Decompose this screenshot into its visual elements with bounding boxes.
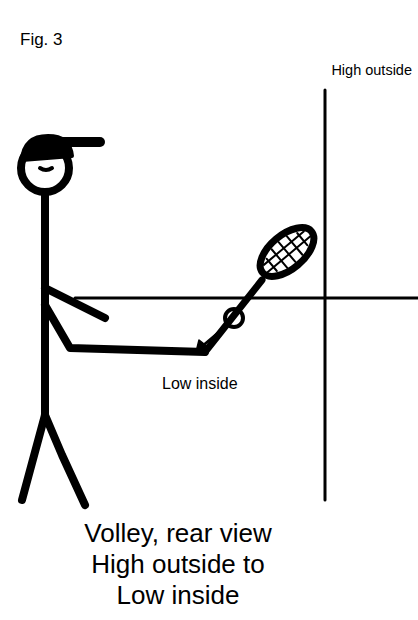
figure-number: Fig. 3 (20, 30, 63, 50)
racket-arm (45, 305, 205, 352)
racket-handle (205, 280, 262, 352)
racket-head (252, 218, 323, 285)
quadrant-label: Low inside (162, 374, 238, 393)
head (21, 144, 69, 192)
quadrant-label: High outside (331, 62, 412, 79)
left-leg (22, 415, 45, 500)
eye (40, 168, 52, 170)
figure-caption: Volley, rear view High outside to Low in… (72, 518, 284, 612)
right-leg (45, 415, 85, 505)
arrow-head (196, 340, 208, 352)
vertical-axis (324, 90, 327, 500)
ball (225, 309, 243, 327)
